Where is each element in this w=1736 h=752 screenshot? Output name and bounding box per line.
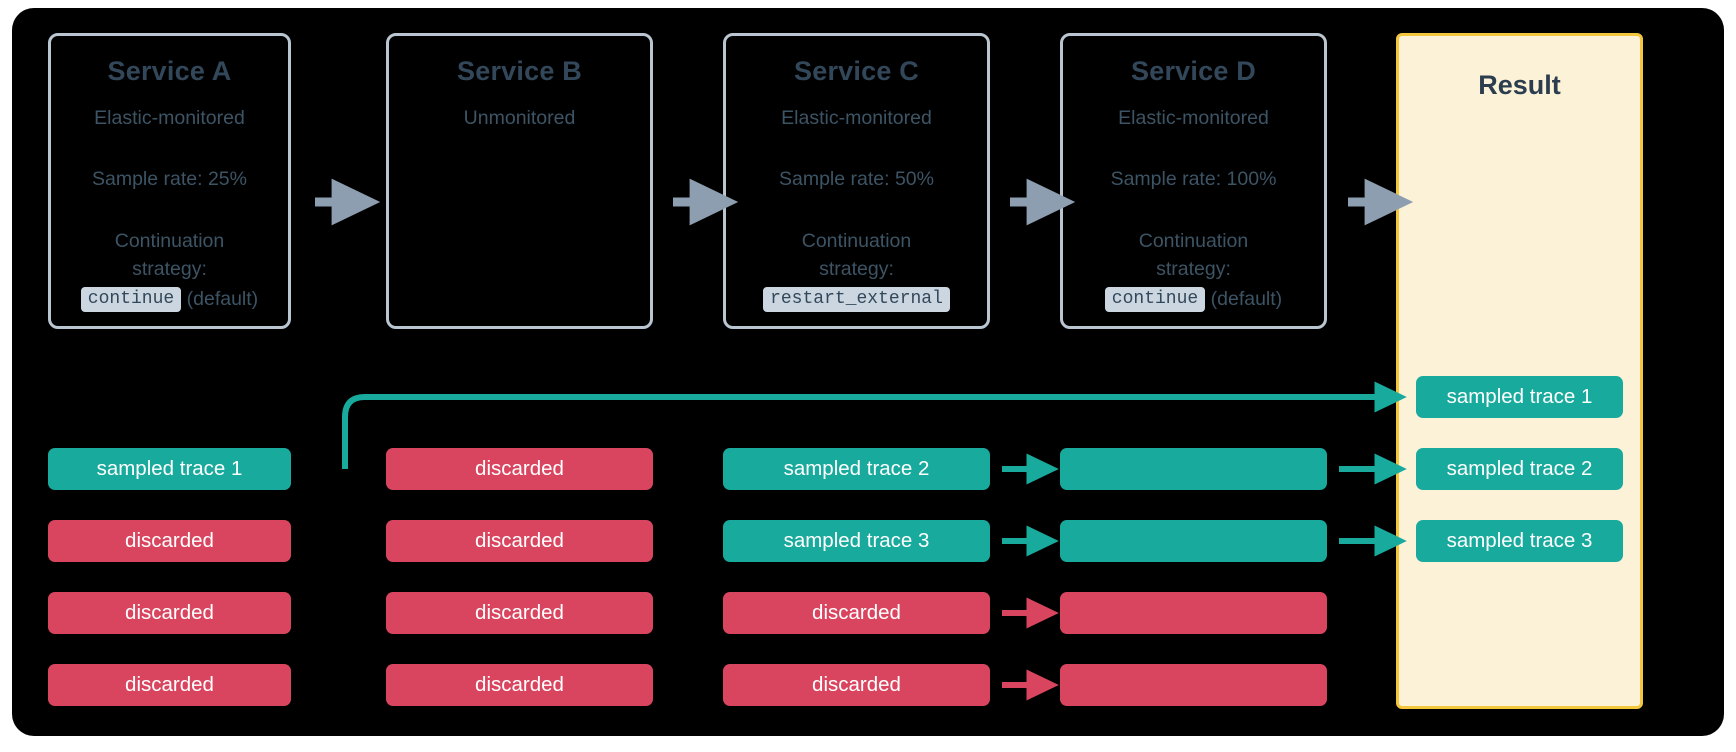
service-a-monitoring: Elastic-monitored: [94, 106, 245, 129]
trace-chip-a-4: discarded: [48, 664, 291, 706]
service-c-monitoring: Elastic-monitored: [781, 106, 932, 129]
service-d-strategy-value-line: continue (default): [1063, 286, 1324, 312]
service-c-title: Service C: [794, 56, 919, 86]
trace-chip-b-3: discarded: [386, 592, 653, 634]
trace-chip-a-1: sampled trace 1: [48, 448, 291, 490]
service-a-strategy-code: continue: [80, 286, 182, 312]
trace-chip-d-1: [1060, 448, 1327, 490]
service-d-title: Service D: [1131, 56, 1256, 86]
service-c-strategy-value-line: restart_external: [726, 286, 987, 312]
trace-chip-d-4: [1060, 664, 1327, 706]
service-c-sample-rate: Sample rate: 50%: [778, 168, 934, 191]
service-card-c: Service C Elastic-monitored Sample rate:…: [723, 33, 990, 329]
result-panel: Result: [1396, 33, 1643, 709]
trace-chip-a-2: discarded: [48, 520, 291, 562]
trace-chip-b-4: discarded: [386, 664, 653, 706]
service-b-title: Service B: [457, 56, 582, 86]
trace-chip-d-3: [1060, 592, 1327, 634]
service-a-sample-rate: Sample rate: 25%: [91, 168, 247, 191]
service-a-strategy-note: (default): [186, 287, 259, 310]
trace-chip-c-1: sampled trace 2: [723, 448, 990, 490]
trace-chip-c-2: sampled trace 3: [723, 520, 990, 562]
trace-chip-b-2: discarded: [386, 520, 653, 562]
result-title: Result: [1478, 70, 1561, 100]
result-chip-3: sampled trace 3: [1416, 520, 1623, 562]
service-d-monitoring: Elastic-monitored: [1118, 106, 1269, 129]
service-d-strategy-note: (default): [1210, 287, 1283, 310]
trace-chip-d-2: [1060, 520, 1327, 562]
service-c-strategy-code: restart_external: [763, 286, 950, 312]
service-card-d: Service D Elastic-monitored Sample rate:…: [1060, 33, 1327, 329]
service-card-a: Service A Elastic-monitored Sample rate:…: [48, 33, 291, 329]
service-a-strategy-value-line: continue (default): [51, 286, 288, 312]
trace-chip-c-3: discarded: [723, 592, 990, 634]
result-chip-2: sampled trace 2: [1416, 448, 1623, 490]
trace-chip-b-1: discarded: [386, 448, 653, 490]
trace-chip-c-4: discarded: [723, 664, 990, 706]
service-a-title: Service A: [107, 56, 232, 86]
service-d-sample-rate: Sample rate: 100%: [1110, 168, 1277, 191]
service-d-strategy-code: continue: [1104, 286, 1206, 312]
service-b-monitoring: Unmonitored: [463, 106, 576, 129]
trace-chip-a-3: discarded: [48, 592, 291, 634]
service-card-b: Service B Unmonitored: [386, 33, 653, 329]
result-chip-1: sampled trace 1: [1416, 376, 1623, 418]
